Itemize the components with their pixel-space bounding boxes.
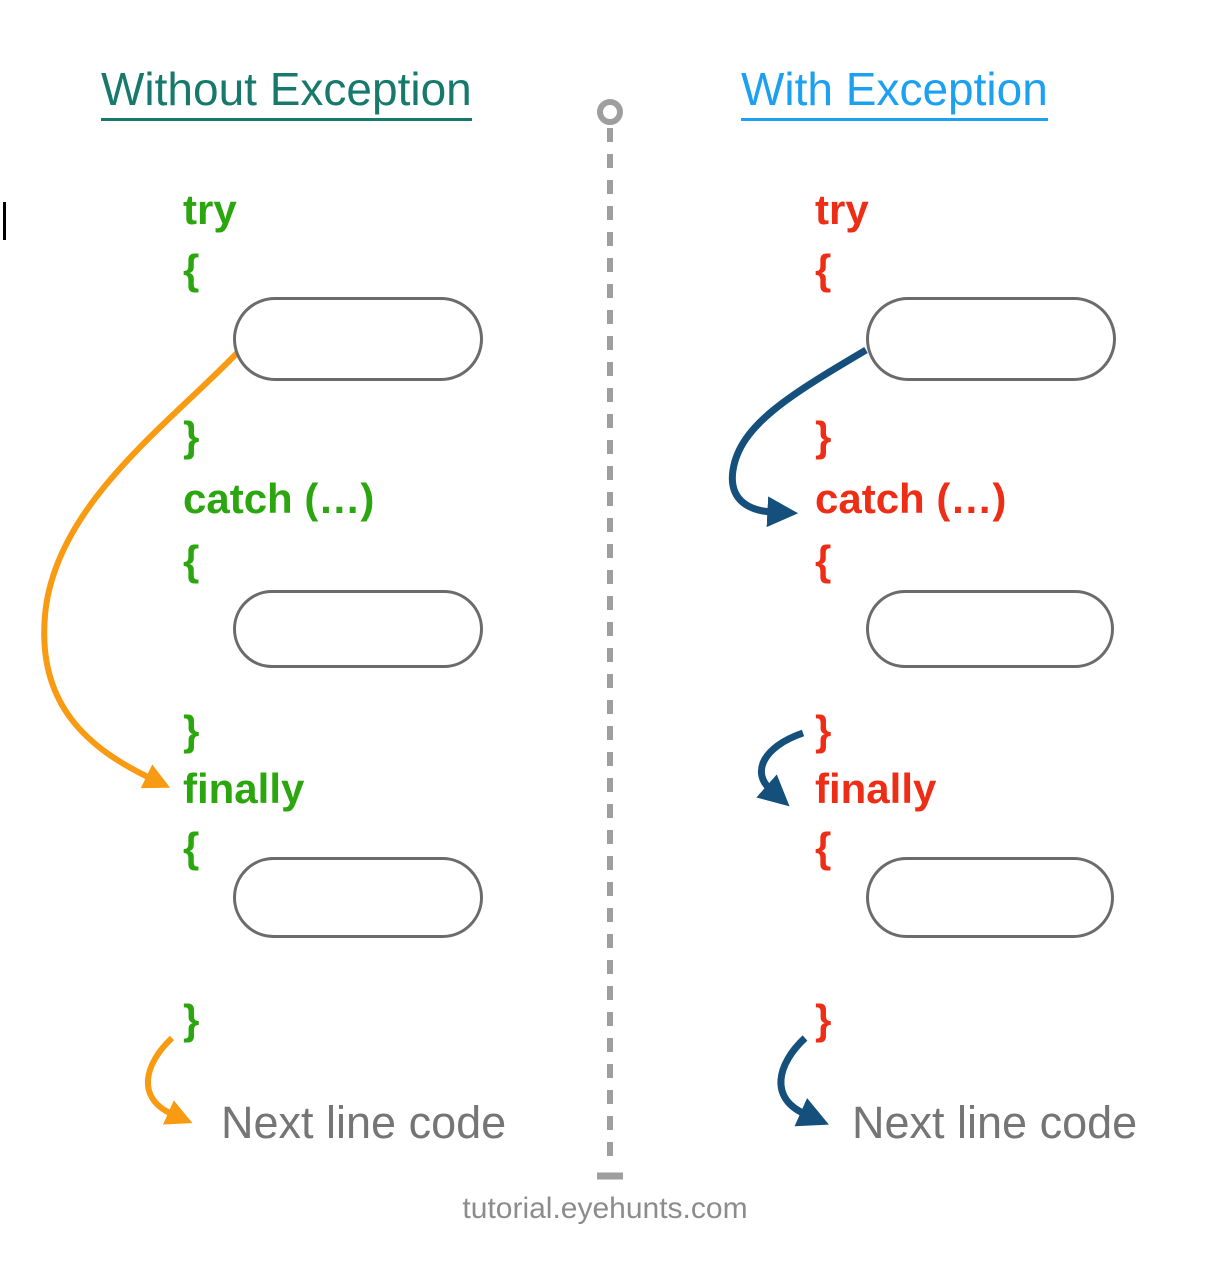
arrow-left-finally-to-next-line: [144, 1035, 193, 1125]
right-try-block-box: [866, 297, 1116, 381]
left-catch-close-brace: }: [183, 707, 200, 754]
left-try-block-box: [233, 297, 483, 381]
arrow-left-try-to-finally: [41, 349, 241, 789]
left-finally-open-brace: {: [183, 824, 200, 871]
left-catch-block-box: [233, 590, 483, 668]
left-try-open-brace: {: [183, 246, 200, 293]
arrow-right-finally-to-next-line: [777, 1035, 829, 1127]
right-panel-title: With Exception: [741, 66, 1048, 121]
right-catch-open-brace: {: [815, 537, 832, 584]
left-finally-close-brace: }: [183, 996, 200, 1043]
right-next-line-label: Next line code: [852, 1097, 1138, 1148]
right-finally-keyword: finally: [815, 765, 937, 812]
left-next-line-label: Next line code: [221, 1097, 507, 1148]
left-try-close-brace: }: [183, 413, 200, 460]
text-cursor-artifact: [3, 202, 6, 240]
right-catch-keyword: catch (…): [815, 475, 1007, 522]
watermark: tutorial.eyehunts.com: [462, 1192, 748, 1225]
right-try-close-brace: }: [815, 413, 832, 460]
right-finally-close-brace: }: [815, 996, 832, 1043]
left-catch-open-brace: {: [183, 537, 200, 584]
divider-top-circle: [597, 99, 623, 125]
right-try-open-brace: {: [815, 246, 832, 293]
left-finally-block-box: [233, 857, 483, 938]
left-panel-title: Without Exception: [101, 66, 472, 121]
right-try-keyword: try: [815, 186, 869, 233]
left-catch-keyword: catch (…): [183, 475, 375, 522]
right-catch-block-box: [866, 590, 1114, 668]
right-finally-open-brace: {: [815, 824, 832, 871]
right-finally-block-box: [866, 857, 1114, 938]
left-try-keyword: try: [183, 186, 237, 233]
right-catch-close-brace: }: [815, 707, 832, 754]
arrow-right-catch-to-finally: [756, 729, 805, 807]
left-finally-keyword: finally: [183, 765, 305, 812]
